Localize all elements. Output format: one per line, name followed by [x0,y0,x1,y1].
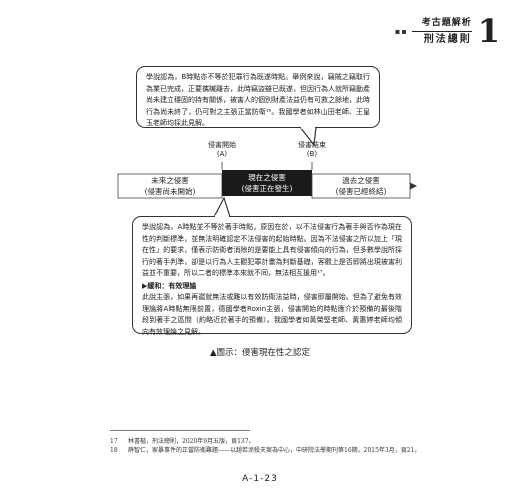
present-harm-box [222,170,312,196]
page-number: A-1-23 [242,474,278,484]
footnote-text: 薛智仁，家暴事件的正當防衛難題——以趙若涂殺夫案為中心，中研院法學期刊第16期，… [128,447,421,454]
callout-subheading: ▶緩和：有效理論 [142,281,197,290]
callout-point-b: 學說認為，B時點亦不等於犯罪行為既遂時點。舉例來說，竊賊之竊取行為業已完成，正要… [136,66,380,128]
footnote-rule [110,430,250,431]
future-harm-title: 未來之侵害 [151,176,189,185]
future-harm-box [117,173,223,199]
header-titles: 考古題解析 刑法總則 [411,17,472,46]
past-harm-box [311,173,411,199]
header-rule [411,30,472,32]
callout-point-a: 學說認為，A時點並不等於著手時點，原因在於，以不法侵害行為著手與否作為現在性的判… [132,216,412,336]
future-harm-sub: (侵害尚未開始) [144,187,196,196]
footnote-text: 林書楷，刑法總則，2020年9月五版，頁137。 [128,438,255,445]
present-harm-label: 現在之侵害 (侵害正在發生) [222,172,312,194]
footnote-item: 17 林書楷，刑法總則，2020年9月五版，頁137。 [110,437,430,446]
footnote-number: 17 [110,438,118,445]
past-harm-label: 過去之侵害 (侵害已經終結) [312,175,410,197]
present-harm-sub: (侵害正在發生) [241,184,293,193]
harm-end-label: 侵害結束 (B) [286,140,338,158]
series-title: 考古題解析 [421,17,472,28]
harm-start-label: 侵害開始 (A) [196,140,248,158]
harm-start-text: 侵害開始 [208,141,236,149]
marker-b-text: (B) [306,150,318,158]
callout-bottom-text1: 學說認為，A時點並不等於著手時點，原因在於，以不法侵害行為著手與否作為現在性的判… [142,223,402,277]
callout-top-text: 學說認為，B時點亦不等於犯罪行為既遂時點。舉例來說，竊賊之竊取行為業已完成，正要… [146,73,370,127]
harm-end-text: 侵害結束 [298,141,326,149]
future-harm-label: 未來之侵害 (侵害尚未開始) [118,175,222,197]
pointer-join-top [301,125,315,129]
book-title: 刑法總則 [423,33,472,45]
footnote-item: 18 薛智仁，家暴事件的正當防衛難題——以趙若涂殺夫案為中心，中研院法學期刊第1… [110,446,430,455]
pointer-join-bottom [215,215,229,218]
footnote-number: 18 [110,447,118,454]
callout-bottom-text2: 此說主張，如果再遲就無法或難以有效防衛法益時，侵害即屬開始。但為了避免有效理論將… [142,293,402,336]
chapter-header: ▪▪ 考古題解析 刑法總則 1 [394,12,500,50]
figure-caption: ▲圖示：侵害現在性之認定 [209,348,311,358]
footnotes: 17 林書楷，刑法總則，2020年9月五版，頁137。 18 薛智仁，家暴事件的… [110,437,430,455]
marker-a-text: (A) [216,150,228,158]
chapter-number: 1 [477,12,500,50]
past-harm-sub: (侵害已經終結) [335,187,387,196]
present-harm-title: 現在之侵害 [248,173,286,182]
past-harm-title: 過去之侵害 [342,176,380,185]
header-dots: ▪▪ [394,26,408,36]
